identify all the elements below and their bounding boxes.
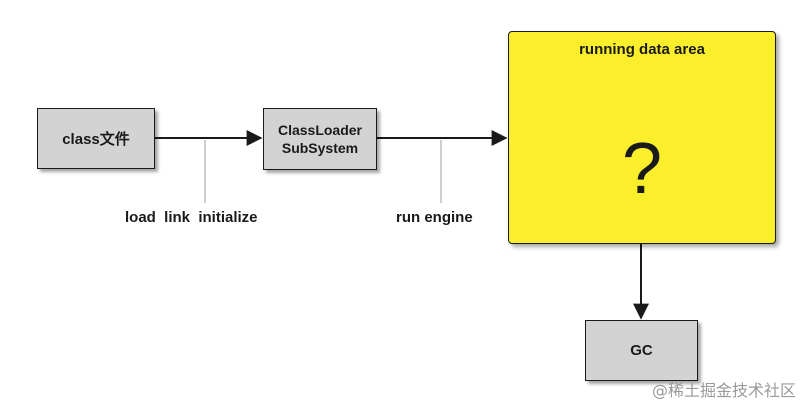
running-data-area-title: running data area [579,41,705,58]
class-file-box: class文件 [37,108,155,169]
class-file-label: class文件 [62,131,130,148]
question-mark: ? [621,129,663,209]
running-data-area-box: running data area ? [508,31,776,244]
gc-label: GC [630,342,653,359]
classloader-label-line1: ClassLoader [277,122,363,138]
gc-box: GC [585,320,698,381]
edge-label-load-link-initialize: load link initialize [125,209,258,226]
edge-label-run-engine: run engine [396,209,473,226]
classloader-label-line2: SubSystem [281,140,359,156]
classloader-subsystem-box: ClassLoader SubSystem [263,108,377,170]
watermark: @稀土掘金技术社区 [651,381,796,400]
